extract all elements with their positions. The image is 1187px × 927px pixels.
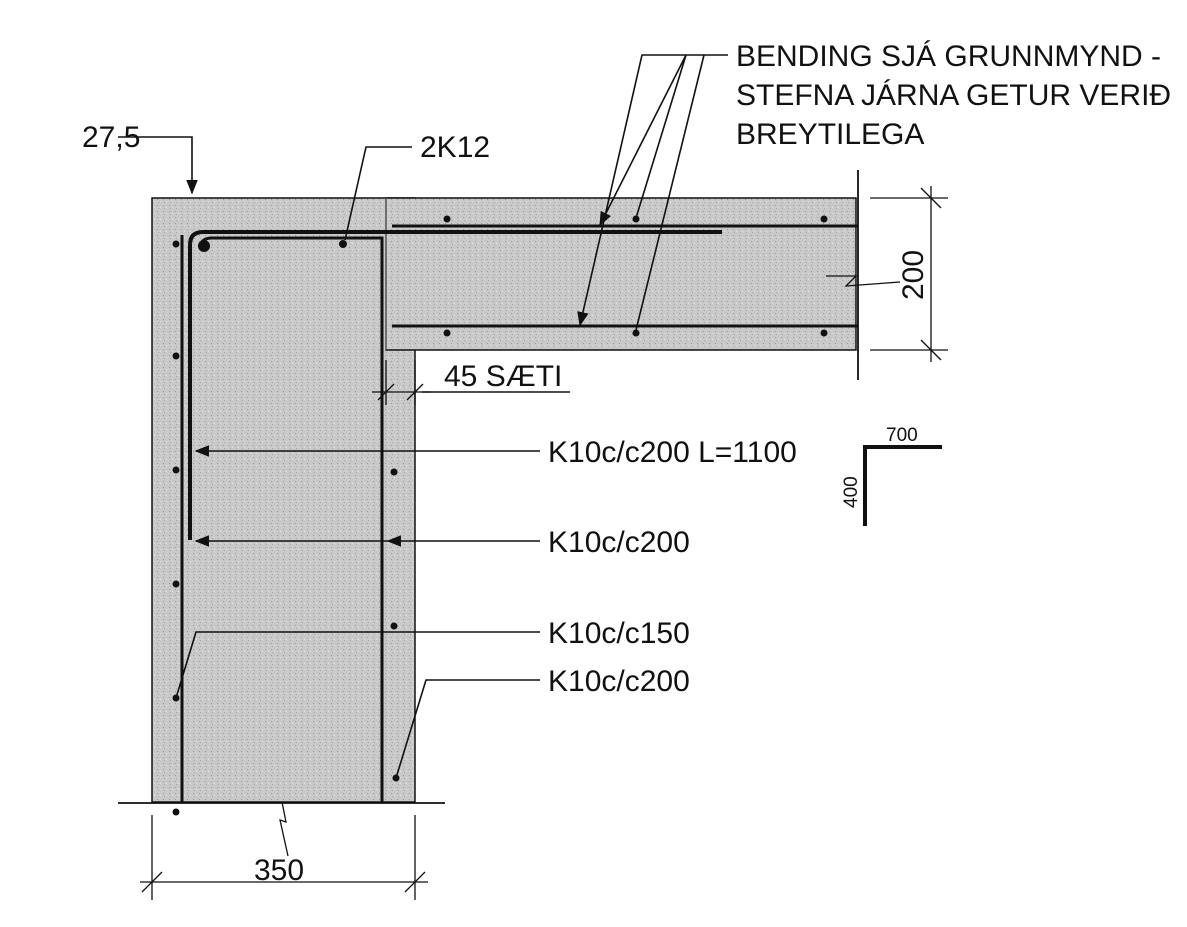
leader-note [577,54,728,327]
rebar-dot [172,466,180,474]
dim-tick [920,187,942,209]
corner-bar-dot [198,240,210,252]
rebar-dot [172,352,180,360]
rebar-dot [632,215,640,223]
bar-stirrup-label: K10c/c150 [548,617,690,650]
leader-stirrup [175,631,540,699]
dim-wall-leader [279,801,289,857]
rebar-dot [339,240,347,248]
dim-tick [377,383,395,401]
bend-leg-horizontal-label: 700 [886,425,918,446]
dim-tick [141,871,163,893]
wall-width-label: 350 [254,854,304,887]
dim-tick [920,339,942,361]
bar-corner-label: 2K12 [420,131,490,164]
L-bar-outer [188,230,722,540]
annotation-labels: 27,5 2K12 BENDING SJÁ GRUNNMYND - STEFNA… [82,40,1171,887]
bend-shape-sketch: 700 400 [841,425,942,526]
rebar-dot [443,215,451,223]
concrete-section [118,170,859,804]
rebar-dot [443,329,451,337]
cover-label: 27,5 [82,121,140,154]
rebar-dot [172,240,180,248]
bend-shape [863,445,942,526]
slab-thickness-label: 200 [897,250,930,300]
leader-lines [118,54,728,779]
rebar-dot [820,215,828,223]
leader-vertical-b [395,679,540,779]
bar-L-label: K10c/c200 L=1100 [548,436,797,469]
bar-vertical-b-label: K10c/c200 [548,665,690,698]
wall-concrete [151,197,416,803]
bend-leg-vertical-label: 400 [841,476,862,508]
rebar-dot [172,808,180,816]
bar-vertical-a-label: K10c/c200 [548,526,690,559]
note-line-3: BREYTILEGA [736,118,924,151]
rebar-dot [820,329,828,337]
rebar-dot [632,329,640,337]
note-line-1: BENDING SJÁ GRUNNMYND - [736,40,1161,73]
leader-2k12 [344,146,412,241]
leader-cover [118,136,198,195]
rebar-dot [390,622,398,630]
dimensions [140,186,948,900]
rebar-dot [390,468,398,476]
reinforcement [172,215,858,816]
note-line-2: STEFNA JÁRNA GETUR VERIÐ [736,79,1171,112]
leader-note-3 [635,54,687,219]
dim-tick [404,871,426,893]
joint-label: 45 SÆTI [444,360,562,393]
dim-slab-leader [826,275,901,287]
rebar-dot [172,580,180,588]
dim-tick [406,383,424,401]
leader-note-4 [635,54,705,331]
leader-note-2 [599,54,687,227]
